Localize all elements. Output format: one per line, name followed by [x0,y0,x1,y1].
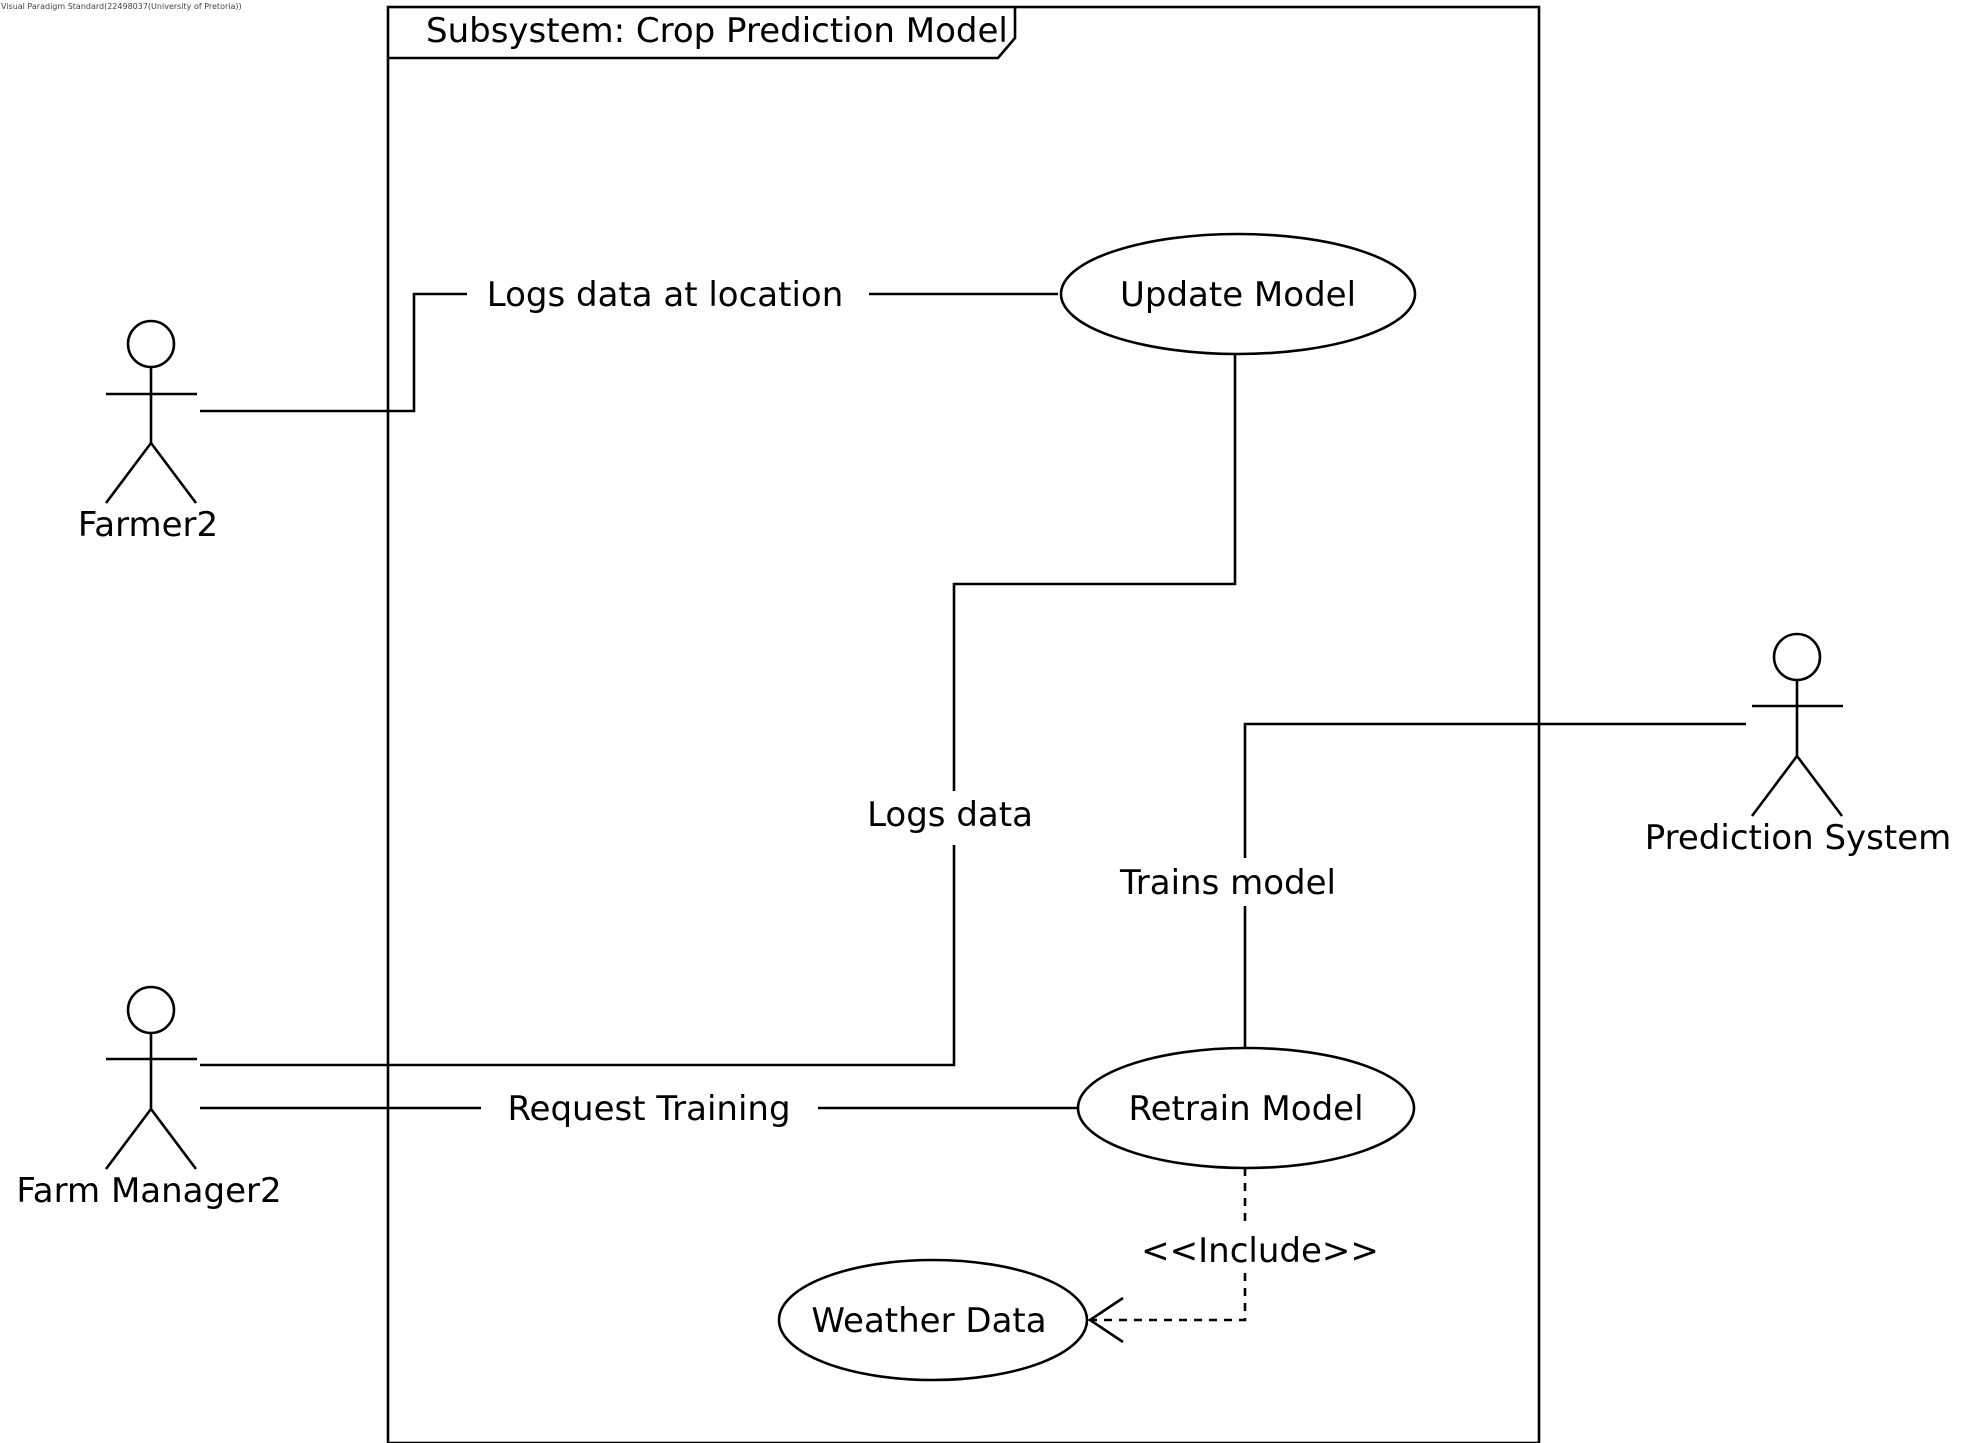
actor-farm-manager-label: Farm Manager2 [16,1171,281,1211]
subsystem-title-tab [388,7,1017,60]
actor-farm-manager[interactable]: Farm Manager2 [16,985,282,1211]
use-case-retrain-model-label: Retrain Model [1128,1089,1363,1129]
association-logs-data-at-location[interactable]: Logs data at location [200,275,1058,413]
use-case-update-model-label: Update Model [1120,275,1356,315]
actor-stick-figure-icon [104,985,198,1170]
include-label-background [1148,1226,1372,1270]
association-line-farmer-left [200,292,467,413]
include-arrowhead [1087,1296,1124,1344]
use-case-retrain-model[interactable]: Retrain Model [1076,1046,1416,1170]
association-trains-model[interactable]: Trains model [1119,722,1746,1048]
use-case-retrain-model-ellipse [1076,1046,1416,1170]
actor-stick-figure-icon [1750,632,1844,817]
actor-stick-figure-icon [104,319,198,504]
association-label-request-training: Request Training [507,1089,790,1129]
association-line-logs-data-upper [952,354,1237,791]
subsystem-title: Subsystem: Crop Prediction Model [426,11,1008,51]
actor-farmer-label: Farmer2 [78,505,218,545]
actor-prediction-system-label: Prediction System [1645,818,1952,858]
association-label-logs-data-at-location: Logs data at location [487,275,844,315]
use-case-weather-data-ellipse [777,1258,1089,1382]
use-case-weather-data[interactable]: Weather Data [777,1258,1089,1382]
actor-prediction-system[interactable]: Prediction System [1645,632,1952,858]
association-line-trains-model-upper [1243,722,1746,858]
include-relationship[interactable]: <<Include>> [1087,1168,1379,1344]
use-case-update-model[interactable]: Update Model [1059,232,1417,356]
use-case-update-model-ellipse [1059,232,1417,356]
actor-farmer[interactable]: Farmer2 [78,319,218,545]
include-label: <<Include>> [1141,1231,1379,1271]
association-label-logs-data: Logs data [867,795,1033,835]
association-logs-data[interactable]: Logs data [200,354,1237,1067]
association-label-trains-model: Trains model [1119,863,1336,903]
association-line-logs-data-lower [200,845,956,1067]
association-request-training[interactable]: Request Training [200,1089,1077,1129]
watermark-text: Visual Paradigm Standard(22498037(Univer… [1,2,242,11]
include-dashed-line [1090,1168,1247,1322]
use-case-weather-data-label: Weather Data [811,1301,1046,1341]
